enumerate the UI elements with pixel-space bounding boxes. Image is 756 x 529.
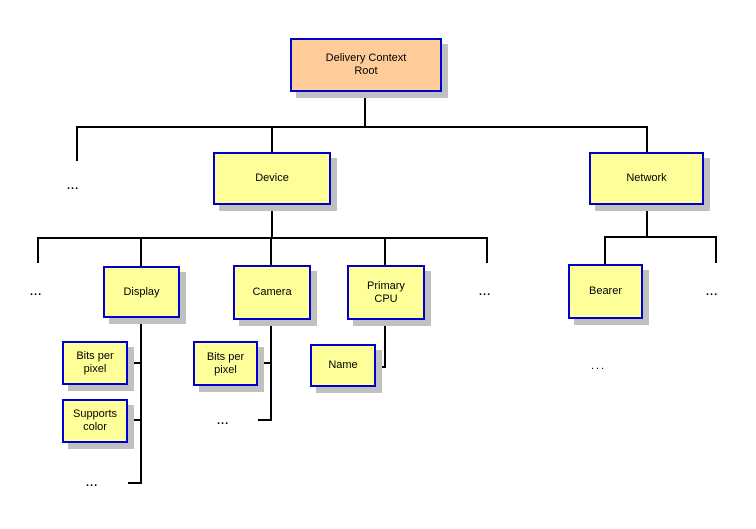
connector-camera-more-stub — [258, 419, 272, 421]
node-display: Display — [103, 266, 180, 318]
node-label: Name — [328, 359, 358, 371]
node-label: Bearer — [588, 285, 623, 297]
connector-level3-left-stub — [37, 237, 39, 263]
connector-to-device — [271, 126, 273, 152]
node-label: Camera — [252, 286, 292, 298]
ellipsis-camera-more: ... — [217, 415, 230, 427]
ellipsis-level3-left: ... — [30, 286, 43, 298]
ellipsis-network-right: ... — [706, 286, 719, 298]
connector-to-display — [140, 237, 142, 266]
connector-to-name — [376, 366, 386, 368]
connector-network-right-stub — [715, 236, 717, 263]
connector-root-down — [364, 92, 366, 128]
node-device: Device — [213, 152, 331, 205]
connector-display-descender — [140, 318, 142, 484]
connector-to-bearer — [604, 236, 606, 264]
node-label: Bits per pixel — [206, 350, 245, 376]
connector-to-primary-cpu — [384, 237, 386, 265]
node-label: Delivery Context Root — [325, 52, 407, 77]
node-label: Supports color — [72, 408, 118, 433]
ellipsis-bearer-more: ... — [591, 360, 607, 372]
connector-level2-left-stub — [76, 126, 78, 161]
node-label: Device — [255, 172, 289, 184]
node-label: Display — [123, 285, 160, 298]
node-display-bits-per-pixel: Bits per pixel — [62, 341, 128, 385]
node-network: Network — [589, 152, 704, 205]
connector-cpu-descender — [384, 320, 386, 368]
node-label: Bits per pixel — [76, 350, 114, 375]
ellipsis-level2-left: ... — [67, 180, 80, 192]
ellipsis-level3-right: ... — [479, 286, 492, 298]
connector-device-down — [271, 205, 273, 238]
node-camera-bits-per-pixel: Bits per pixel — [193, 341, 258, 386]
connector-to-camera-bits-per-pixel — [258, 362, 272, 364]
ellipsis-display-more: ... — [86, 477, 99, 489]
connector-to-camera — [270, 237, 272, 265]
node-label: Primary CPU — [367, 279, 405, 305]
connector-camera-descender — [270, 320, 272, 421]
node-camera: Camera — [233, 265, 311, 320]
node-delivery-context-root: Delivery Context Root — [290, 38, 442, 92]
connector-level3-right-stub — [486, 237, 488, 263]
node-bearer: Bearer — [568, 264, 643, 319]
node-label: Network — [626, 172, 667, 184]
node-display-supports-color: Supports color — [62, 399, 128, 443]
connector-level3-rail — [37, 237, 488, 239]
connector-to-network — [646, 126, 648, 152]
connector-level2-rail — [76, 126, 648, 128]
node-primary-cpu: Primary CPU — [347, 265, 425, 320]
connector-to-display-bits-per-pixel — [128, 362, 142, 364]
connector-network-down — [646, 205, 648, 238]
connector-network-rail — [604, 236, 717, 238]
node-cpu-name: Name — [310, 344, 376, 387]
connector-to-supports-color — [128, 419, 142, 421]
connector-display-more-stub — [128, 482, 142, 484]
